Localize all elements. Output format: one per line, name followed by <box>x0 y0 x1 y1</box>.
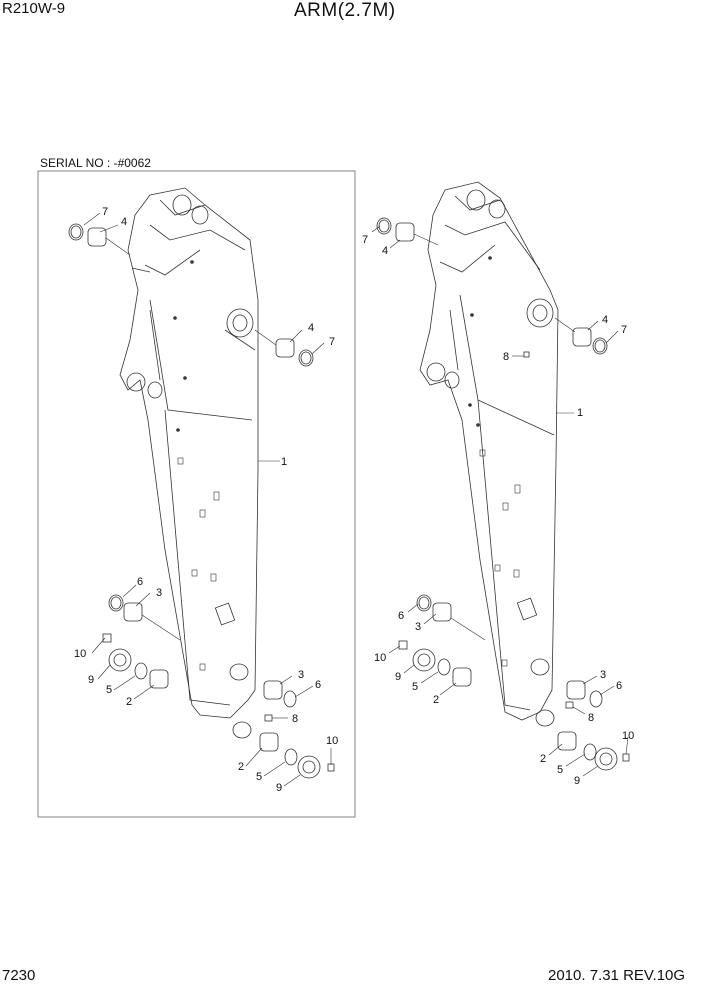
callout-4: 4 <box>308 322 314 334</box>
revision-date: 2010. 7.31 REV.10G <box>548 967 686 984</box>
arm-right: 7 4 4 7 8 1 6 3 10 9 5 2 3 6 8 10 2 5 9 <box>362 181 634 787</box>
callout-10: 10 <box>74 648 86 660</box>
callout-4: 4 <box>602 314 608 326</box>
callout-10: 10 <box>326 735 338 747</box>
callout-10: 10 <box>374 652 386 664</box>
callout-9: 9 <box>276 782 282 794</box>
callout-5: 5 <box>256 771 262 783</box>
callout-8: 8 <box>503 351 509 363</box>
callout-1: 1 <box>281 456 287 468</box>
callout-3: 3 <box>600 669 606 681</box>
callout-3: 3 <box>156 587 162 599</box>
callout-4: 4 <box>382 245 388 257</box>
arm-left: 7 4 4 7 1 6 3 10 9 5 2 3 6 8 10 2 5 9 <box>68 187 338 794</box>
callout-7: 7 <box>329 336 335 348</box>
callout-3: 3 <box>298 669 304 681</box>
callout-9: 9 <box>395 671 401 683</box>
callout-7: 7 <box>102 206 108 218</box>
callout-10: 10 <box>622 730 634 742</box>
callout-1: 1 <box>577 407 583 419</box>
model-code: R210W-9 <box>2 0 66 17</box>
serial-frame <box>37 170 356 818</box>
page-title: ARM(2.7M) <box>294 0 396 21</box>
serial-note: SERIAL NO : -#0062 <box>40 156 151 170</box>
callout-6: 6 <box>616 680 622 692</box>
callout-6: 6 <box>315 679 321 691</box>
callout-7: 7 <box>621 324 627 336</box>
callout-8: 8 <box>292 713 298 725</box>
callout-5: 5 <box>557 764 563 776</box>
callout-2: 2 <box>540 753 546 765</box>
callout-2: 2 <box>238 761 244 773</box>
callout-6: 6 <box>398 610 404 622</box>
page-number: 7230 <box>2 967 36 984</box>
callout-2: 2 <box>126 696 132 708</box>
callout-4: 4 <box>121 216 127 228</box>
callout-5: 5 <box>106 684 112 696</box>
callout-8: 8 <box>588 712 594 724</box>
callout-9: 9 <box>88 674 94 686</box>
callout-7: 7 <box>362 234 368 246</box>
callout-3: 3 <box>415 621 421 633</box>
callout-6: 6 <box>137 576 143 588</box>
callout-2: 2 <box>433 694 439 706</box>
callout-9: 9 <box>574 775 580 787</box>
callout-5: 5 <box>412 681 418 693</box>
